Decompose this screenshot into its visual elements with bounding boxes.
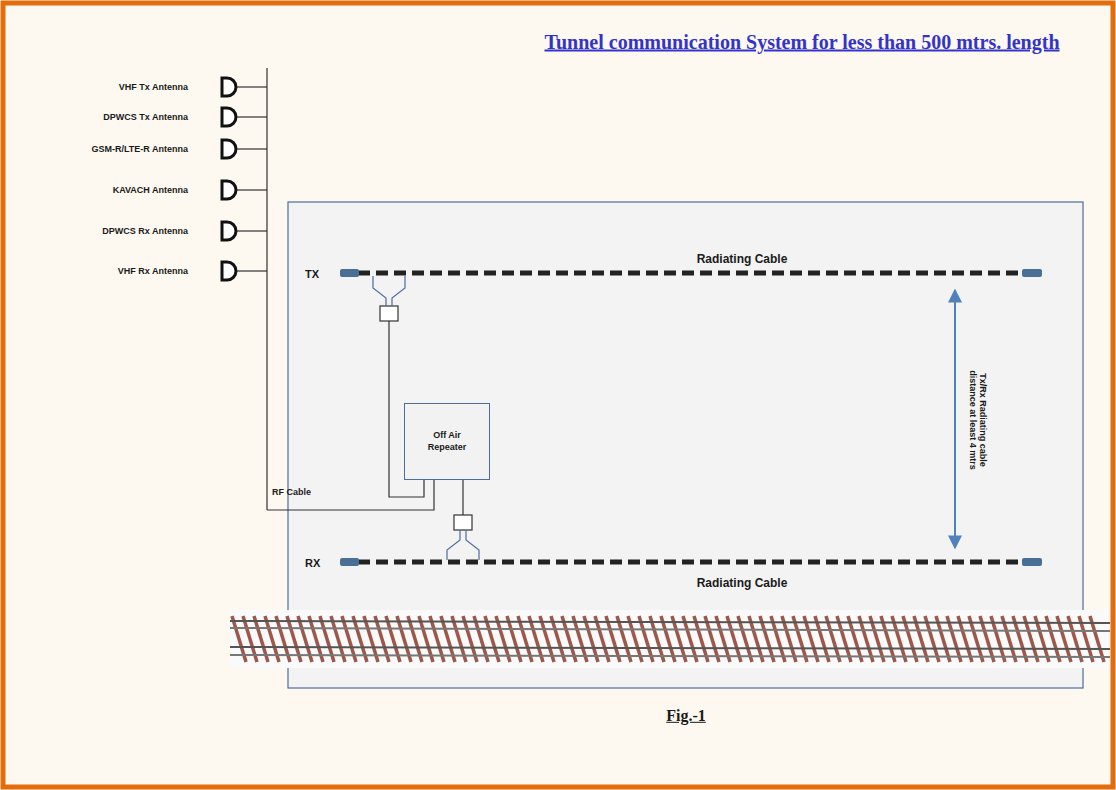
cable-label: RF Cable [272, 487, 311, 497]
antenna-symbol [222, 222, 267, 240]
cable-tag: TX [305, 268, 319, 281]
antenna-label: VHF Tx Antenna [119, 82, 188, 92]
rx-splitter-leg [466, 530, 479, 560]
tx-splitter-leg [373, 276, 386, 306]
page-frame [3, 3, 1113, 787]
antenna-label: DPWCS Tx Antenna [103, 112, 188, 122]
antenna-label: DPWCS Rx Antenna [102, 226, 188, 236]
antenna-label: VHF Rx Antenna [118, 266, 188, 276]
distance-arrow [954, 290, 956, 548]
rx-radiating-cable [358, 560, 1022, 565]
diagram-title: Tunnel communication System for less tha… [544, 31, 1059, 54]
cable-end-cap [1022, 558, 1042, 566]
figure-caption: Fig.-1 [666, 707, 706, 725]
antenna-symbol [222, 262, 267, 280]
tx-splitter [380, 306, 398, 321]
antenna-label: GSM-R/LTE-R Antenna [92, 144, 189, 154]
distance-note: Tx/Rx Radiating cable distance at least … [968, 355, 989, 485]
rx-splitter [454, 515, 472, 530]
antenna-bus [266, 68, 267, 510]
rx-splitter-leg [447, 530, 460, 560]
railway-track [230, 610, 1110, 668]
repeater-box: Off Air Repeater [404, 403, 490, 480]
rx-feeder [462, 480, 463, 515]
antenna-symbol [222, 140, 267, 158]
cable-label: Radiating Cable [697, 577, 788, 591]
cable-end-cap [340, 558, 359, 566]
rf-cable [267, 480, 434, 510]
tx-splitter-leg [392, 276, 405, 306]
tx-radiating-cable [358, 271, 1022, 276]
cable-end-cap [1022, 269, 1042, 277]
antenna-symbol [222, 78, 267, 96]
node-text: Off Air Repeater [413, 430, 481, 453]
cable-tag: RX [305, 557, 320, 570]
antenna-symbol [222, 181, 267, 199]
antenna-label: KAVACH Antenna [113, 185, 188, 195]
antenna-symbol [222, 108, 267, 126]
cable-end-cap [340, 269, 359, 277]
cable-label: Radiating Cable [697, 253, 788, 267]
